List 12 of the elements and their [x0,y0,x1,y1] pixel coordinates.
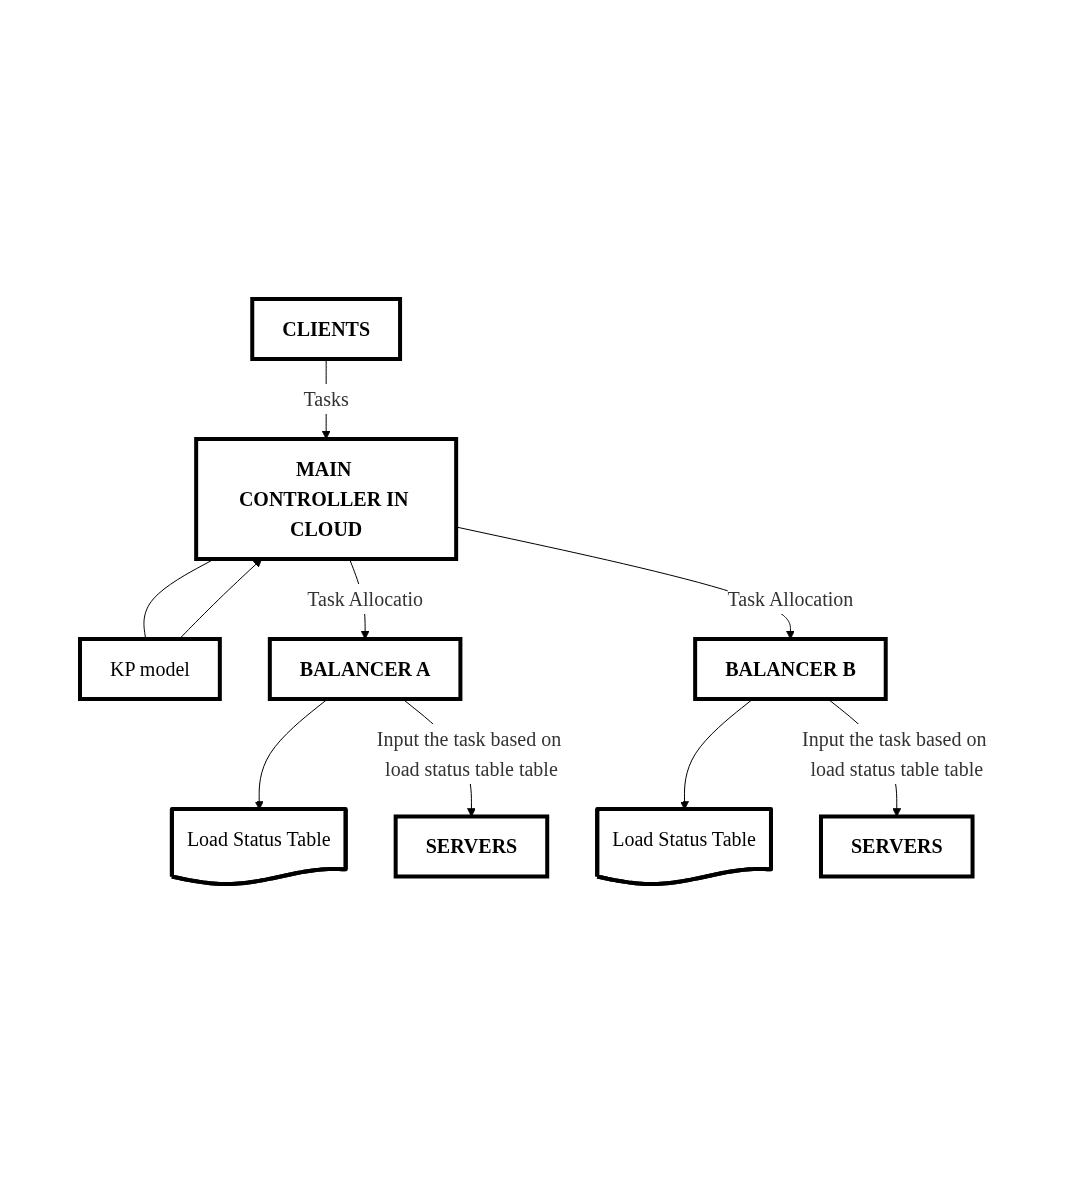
node-box: CLIENTS [250,296,403,361]
node-box: BALANCER B [693,636,888,701]
node-box: BALANCER A [267,636,463,701]
node-box: SERVERS [819,814,975,878]
edge-label: Tasks [303,387,349,410]
edge-label: Input the task based on load status table table [802,727,987,780]
node-box: KP model [78,636,222,701]
edge-label: Task Allocation [727,587,854,610]
node-box: MAIN CONTROLLER IN CLOUD [194,436,459,561]
node-box: SERVERS [393,814,550,878]
edge-label: Input the task based on load status table table [376,727,562,780]
edge-label: Task Allocatio [307,587,424,610]
